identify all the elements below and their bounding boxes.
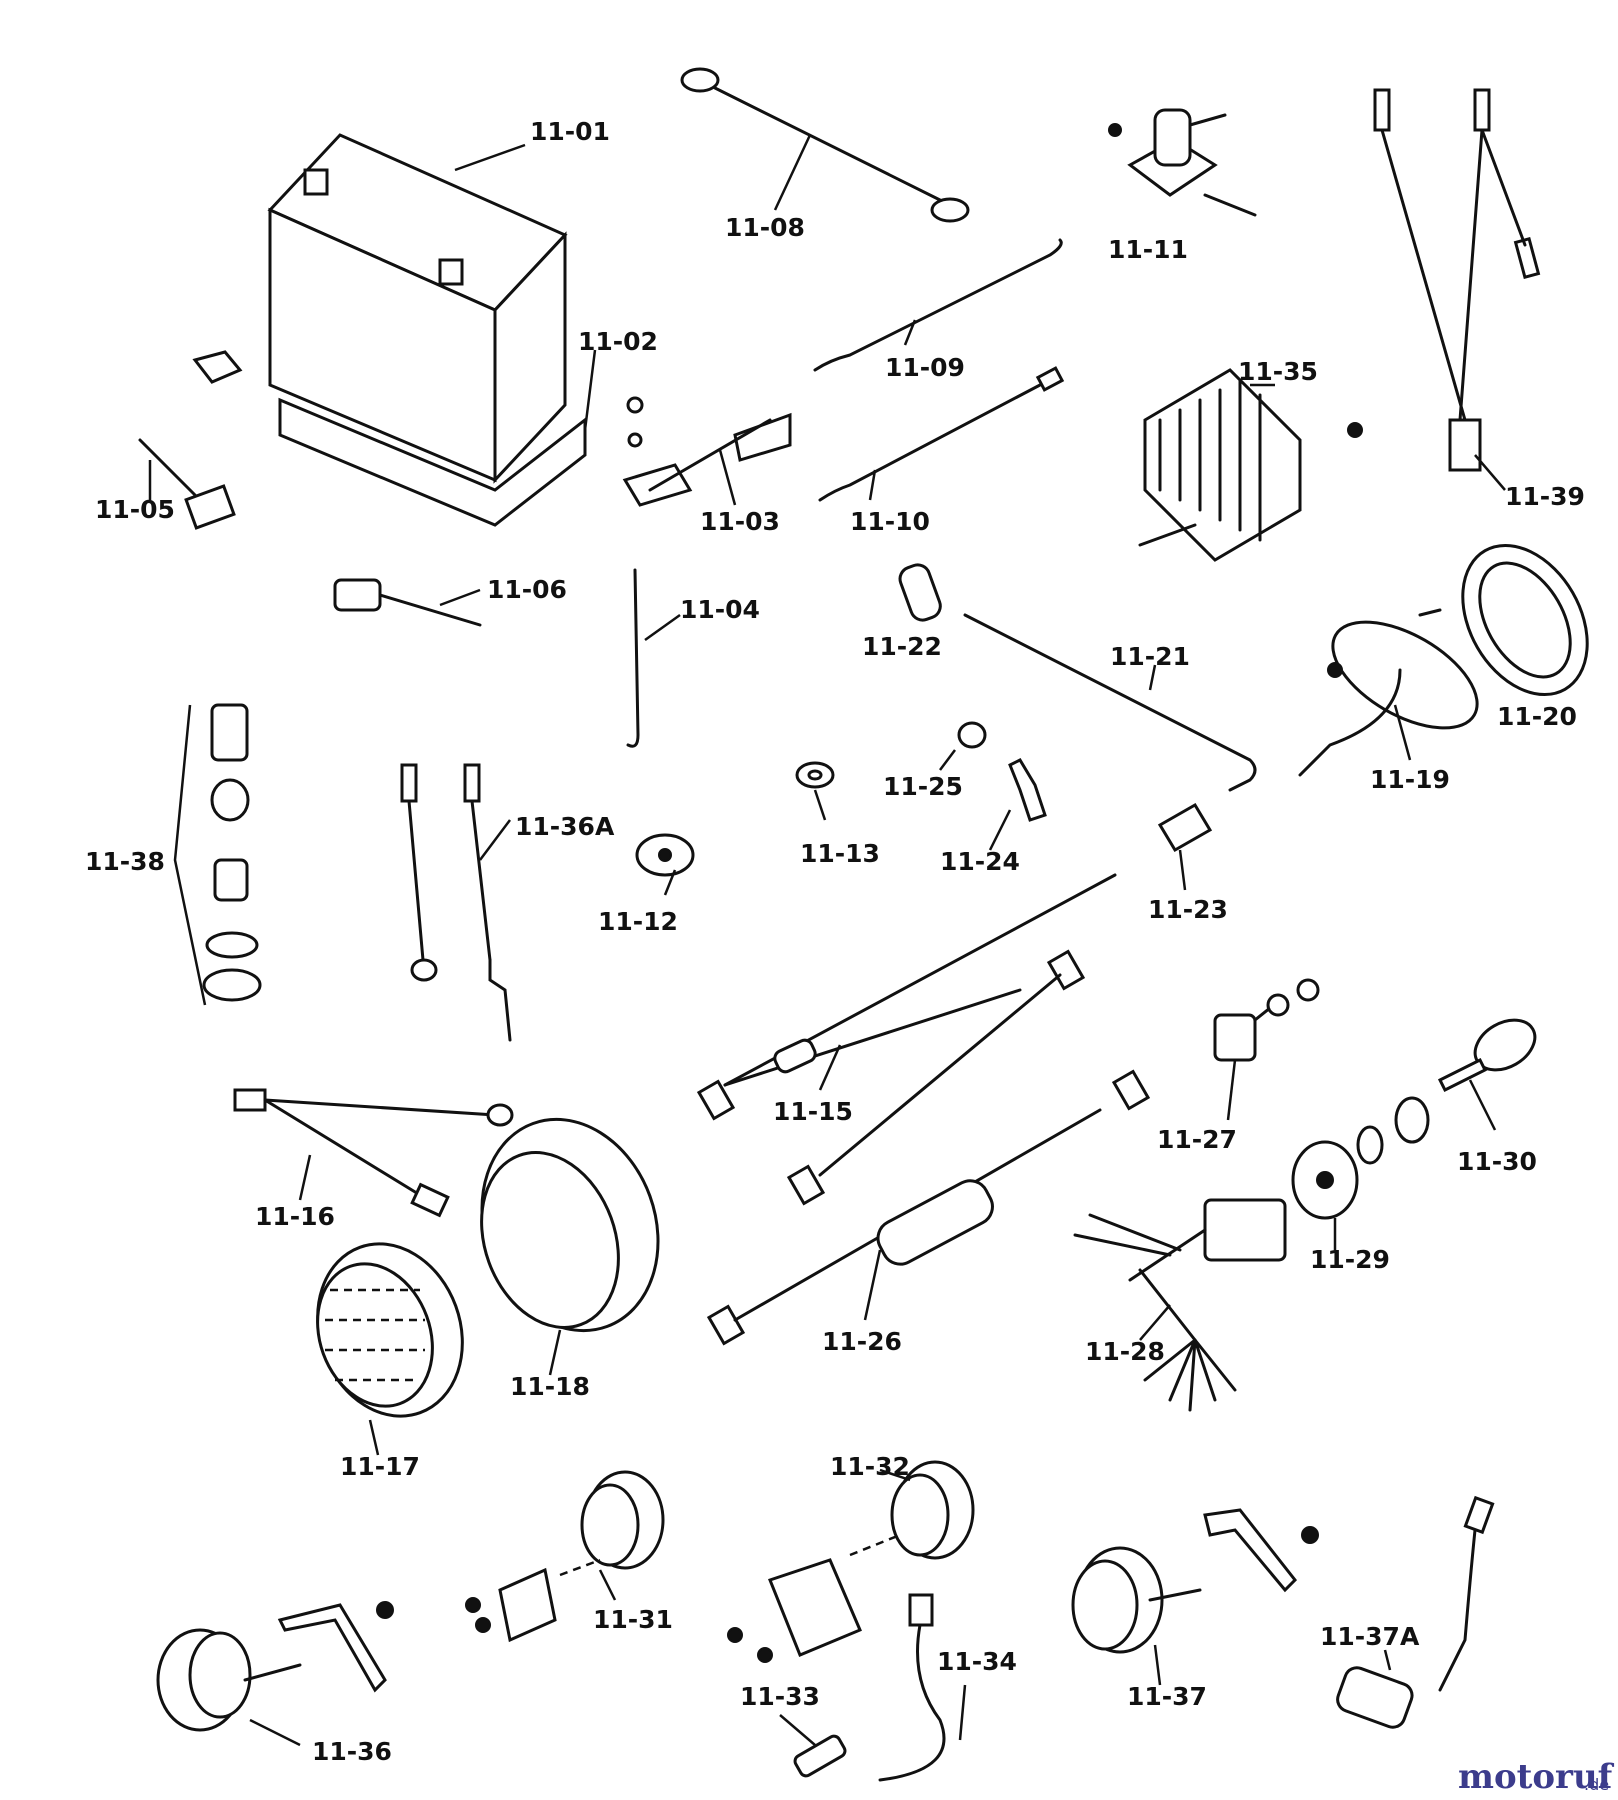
label-11-31: 11-31 — [593, 1605, 673, 1634]
clip-11-24 — [988, 758, 1047, 851]
rod-11-04 — [626, 568, 681, 748]
sender-11-37A — [1336, 1495, 1495, 1729]
cable-11-09 — [813, 238, 1063, 372]
cable-11-16 — [233, 1088, 514, 1218]
label-11-03: 11-03 — [700, 507, 780, 536]
gauge-11-36 — [156, 1601, 394, 1747]
label-11-20: 11-20 — [1497, 702, 1577, 731]
harness-11-26 — [706, 1069, 1151, 1346]
label-11-10: 11-10 — [850, 507, 930, 536]
label-11-18: 11-18 — [510, 1372, 590, 1401]
label-11-17: 11-17 — [340, 1452, 420, 1481]
terminal-drawing — [138, 438, 236, 530]
sender-11-33 — [779, 1714, 847, 1778]
label-11-21: 11-21 — [1110, 642, 1190, 671]
cable-11-21 — [963, 613, 1257, 792]
harness-11-39 — [1373, 88, 1541, 491]
label-11-04: 11-04 — [680, 595, 760, 624]
label-11-19: 11-19 — [1370, 765, 1450, 794]
label-11-26: 11-26 — [822, 1327, 902, 1356]
label-11-11: 11-11 — [1108, 235, 1188, 264]
label-11-37A: 11-37A — [1320, 1622, 1420, 1651]
label-11-12: 11-12 — [598, 907, 678, 936]
label-11-34: 11-34 — [937, 1647, 1017, 1676]
watermark-brand: motoruf — [1458, 1757, 1615, 1797]
wire-11-34 — [878, 1593, 967, 1782]
label-11-02: 11-02 — [578, 327, 658, 356]
cable-11-10 — [818, 366, 1065, 502]
label-11-05: 11-05 — [95, 495, 175, 524]
ignition-11-29 — [1291, 1140, 1359, 1250]
washer-11-13 — [795, 761, 835, 821]
label-11-24: 11-24 — [940, 847, 1020, 876]
harness-11-28 — [1073, 1198, 1287, 1412]
lamp-assembly-11-38 — [173, 703, 262, 1006]
label-11-23: 11-23 — [1148, 895, 1228, 924]
toggle-11-27 — [1213, 978, 1320, 1121]
label-11-25: 11-25 — [883, 772, 963, 801]
label-11-36: 11-36 — [312, 1737, 392, 1766]
label-11-36A: 11-36A — [515, 812, 615, 841]
label-11-37: 11-37 — [1127, 1682, 1207, 1711]
leader-11-02 — [583, 349, 597, 431]
gauge-11-32 — [727, 1460, 975, 1663]
gauge-11-31 — [465, 1470, 665, 1643]
battery-drawing — [192, 133, 587, 527]
cable-11-08 — [680, 67, 970, 223]
harness-11-15 — [696, 873, 1117, 1206]
label-11-27: 11-27 — [1157, 1125, 1237, 1154]
label-11-33: 11-33 — [740, 1682, 820, 1711]
label-11-06: 11-06 — [487, 575, 567, 604]
connector-11-23 — [1157, 802, 1213, 891]
tail-lamp-11-19 — [1298, 608, 1479, 777]
label-11-15: 11-15 — [773, 1097, 853, 1126]
label-11-08: 11-08 — [725, 213, 805, 242]
watermark-tld: .de — [1584, 1775, 1609, 1794]
regulator-drawing — [1138, 368, 1363, 562]
lens-11-20 — [1461, 543, 1589, 697]
label-11-13: 11-13 — [800, 839, 880, 868]
watermark: motoruf .de — [1458, 1757, 1615, 1797]
bezel-11-18 — [480, 1117, 660, 1376]
label-11-28: 11-28 — [1085, 1337, 1165, 1366]
grommet-11-25 — [939, 721, 987, 771]
label-11-38: 11-38 — [85, 847, 165, 876]
headlight-11-17 — [316, 1242, 464, 1456]
label-11-09: 11-09 — [885, 353, 965, 382]
sleeve-11-22 — [898, 563, 942, 622]
bracket-11-03 — [622, 396, 792, 507]
key-11-30 — [1356, 1018, 1537, 1165]
clamp-drawing — [333, 578, 482, 627]
label-11-32: 11-32 — [830, 1452, 910, 1481]
label-11-01: 11-01 — [530, 117, 610, 146]
label-11-39: 11-39 — [1505, 482, 1585, 511]
solenoid-drawing — [1108, 108, 1257, 217]
leader-11-01 — [454, 143, 526, 172]
label-11-35: 11-35 — [1238, 357, 1318, 386]
label-11-22: 11-22 — [862, 632, 942, 661]
gauge-11-37 — [1071, 1508, 1319, 1686]
label-11-30: 11-30 — [1457, 1147, 1537, 1176]
label-11-29: 11-29 — [1310, 1245, 1390, 1274]
label-11-16: 11-16 — [255, 1202, 335, 1231]
wires-11-36A — [400, 763, 512, 1042]
switch-11-12 — [635, 833, 695, 896]
